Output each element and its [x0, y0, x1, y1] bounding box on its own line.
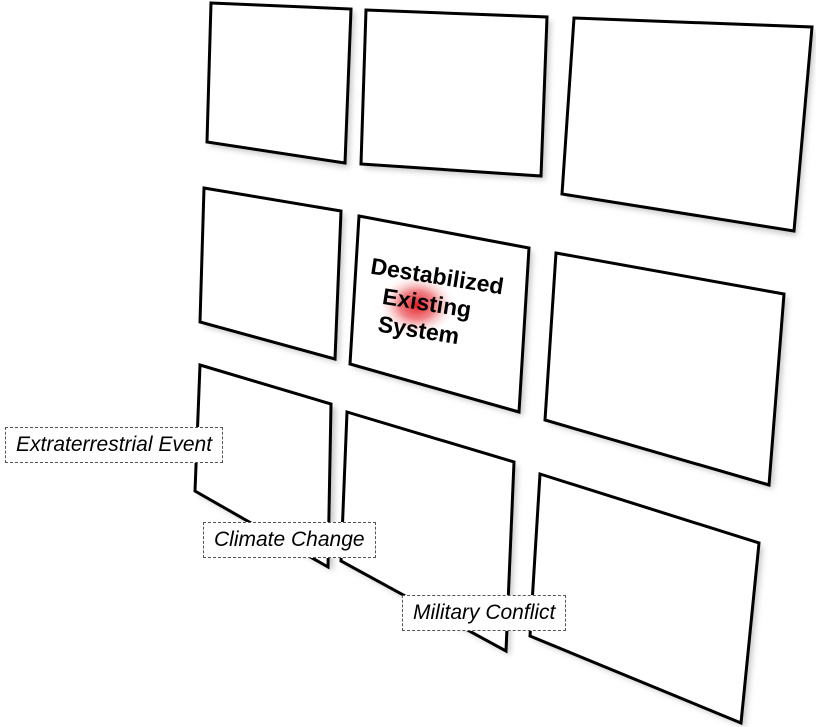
cause-label-military-conflict: Military Conflict [402, 595, 567, 631]
grid-panel-r3c3 [528, 471, 761, 726]
grid-panel-r1c2 [359, 8, 549, 178]
grid-panel-r2c3 [543, 251, 786, 487]
cause-label-extraterrestrial-event: Extraterrestrial Event [5, 427, 224, 463]
grid-panel-r1c1 [205, 1, 353, 165]
destabilization-glow [377, 273, 457, 337]
grid-panel-r3c2 [339, 410, 516, 654]
grid-panel-r1c3 [560, 16, 814, 233]
cause-label-climate-change: Climate Change [203, 522, 376, 558]
grid-panel-r2c1 [198, 186, 343, 361]
